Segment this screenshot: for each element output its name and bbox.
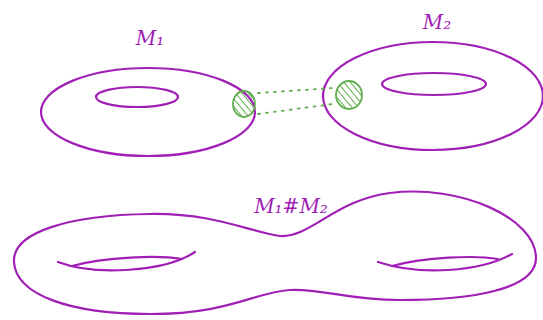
torus-outline	[41, 68, 255, 156]
torus-hole	[382, 73, 486, 95]
manifold-label: M₂	[423, 12, 452, 32]
hole-upper-edge	[392, 257, 498, 266]
removed-disk	[336, 81, 362, 109]
torus-hole	[96, 87, 178, 107]
hole-upper-edge	[72, 257, 182, 266]
removed-disk	[233, 91, 255, 117]
gluing-line	[258, 104, 333, 114]
manifold-label: M₁#M₂	[254, 196, 328, 216]
torus-outline	[323, 42, 543, 150]
hole-lower-edge	[378, 254, 512, 270]
manifold-label: M₁	[136, 28, 165, 48]
double-torus-outline	[14, 192, 536, 314]
hole-lower-edge	[58, 252, 195, 270]
gluing-line	[258, 88, 333, 93]
